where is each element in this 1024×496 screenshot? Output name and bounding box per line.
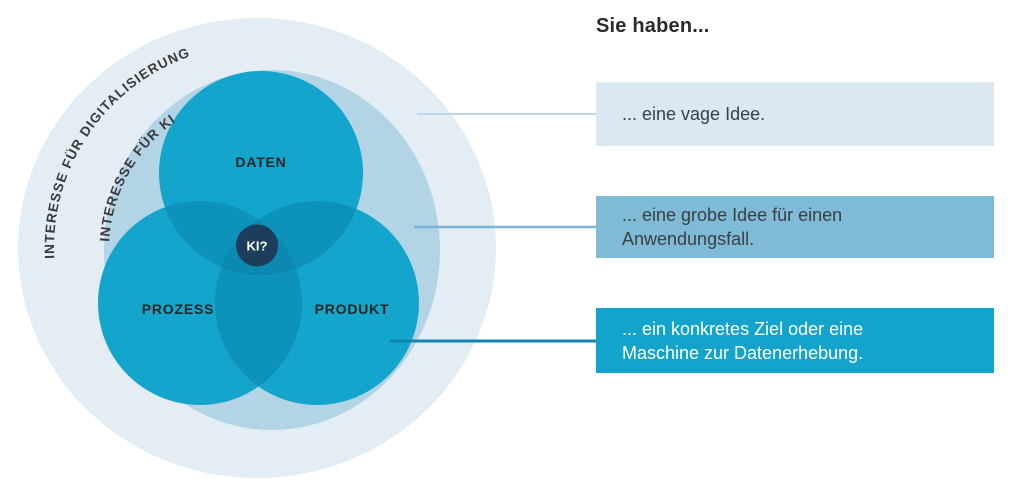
label-produkt: PRODUKT — [315, 301, 390, 317]
info-box-konkretes-ziel: ... ein konkretes Ziel oder eine Maschin… — [596, 308, 994, 373]
ki-badge — [236, 224, 278, 267]
panel-heading: Sie haben... — [596, 15, 710, 37]
info-box-line: ... eine vage Idee. — [622, 104, 766, 124]
info-box-line: ... eine grobe Idee für einen — [622, 205, 843, 225]
info-box-line: ... ein konkretes Ziel oder eine — [622, 318, 864, 339]
ki-badge-label: KI? — [247, 239, 268, 254]
info-box-grobe-idee: ... eine grobe Idee für einen Anwendungs… — [596, 196, 994, 258]
label-prozess: PROZESS — [142, 301, 215, 317]
info-box-line: Maschine zur Datenerhebung. — [622, 342, 864, 363]
info-box-line: Anwendungsfall. — [622, 229, 755, 249]
label-daten: DATEN — [235, 154, 286, 170]
info-box-vage-idee: ... eine vage Idee. — [596, 82, 994, 146]
